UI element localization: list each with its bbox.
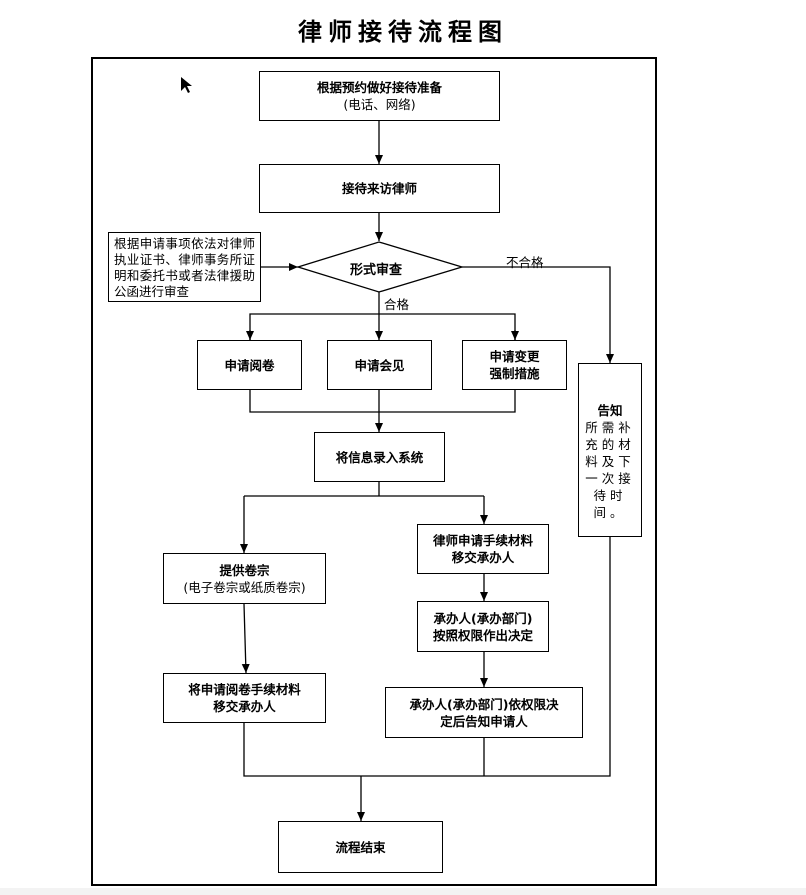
diagram-frame [91, 57, 657, 886]
node-apply-change-line1: 申请变更 [489, 349, 540, 364]
node-notify: 告知 所需补充的材料及下一次接待时间。 [578, 363, 642, 537]
node-handler-notify-line1: 承办人(承办部门)依权限决 [409, 696, 559, 712]
node-handler-decide-line2: 按照权限作出决定 [432, 627, 533, 643]
node-review-note: 根据申请事项依法对律师执业证书、律师事务所证明和委托书或者法律援助公函进行审查 [108, 232, 261, 302]
node-handler-notify: 承办人(承办部门)依权限决 定后告知申请人 [385, 687, 583, 738]
node-notify-body: 所需补充的材料及下一次接待时间。 [585, 420, 635, 520]
node-apply-change: 申请变更 强制措施 [462, 340, 567, 390]
diagram-title: 律师接待流程图 [298, 18, 508, 46]
node-read-materials-line2: 移交承办人 [213, 699, 276, 714]
node-prepare-sub: (电话、网络) [343, 97, 416, 112]
node-provide-files-title: 提供卷宗 [219, 562, 270, 578]
node-apply-read: 申请阅卷 [197, 340, 302, 390]
node-lawyer-materials: 律师申请手续材料 移交承办人 [417, 524, 549, 574]
node-read-materials: 将申请阅卷手续材料 移交承办人 [163, 673, 326, 723]
node-end: 流程结束 [278, 821, 443, 873]
bottom-shade [0, 888, 806, 895]
arrow-to-read-materials [241, 603, 250, 674]
arrow-review-notify [462, 266, 614, 363]
node-review-label: 形式审查 [350, 263, 403, 278]
merge-apply [249, 390, 516, 413]
node-prepare-title: 根据预约做好接待准备 [316, 80, 442, 95]
node-read-materials-line1: 将申请阅卷手续材料 [188, 682, 301, 697]
label-pass: 合格 [384, 297, 410, 312]
node-receive: 接待来访律师 [259, 164, 500, 213]
node-provide-files-sub: (电子卷宗或纸质卷宗) [183, 579, 306, 595]
node-handler-notify-line2: 定后告知申请人 [440, 713, 528, 729]
mouse-cursor-icon [180, 76, 194, 98]
node-lawyer-materials-line1: 律师申请手续材料 [432, 533, 533, 548]
merge-bottom [243, 537, 611, 777]
label-fail: 不合格 [506, 255, 544, 270]
node-enter-system: 将信息录入系统 [314, 432, 445, 482]
node-handler-decide-line1: 承办人(承办部门) [433, 610, 533, 626]
review-diamond [295, 241, 465, 293]
node-prepare: 根据预约做好接待准备 (电话、网络) [259, 71, 500, 121]
node-apply-change-line2: 强制措施 [489, 366, 540, 381]
node-provide-files: 提供卷宗 (电子卷宗或纸质卷宗) [163, 553, 326, 604]
node-notify-title: 告知 [597, 403, 623, 418]
node-handler-decide: 承办人(承办部门) 按照权限作出决定 [417, 601, 549, 652]
node-lawyer-materials-line2: 移交承办人 [451, 550, 515, 565]
branch-apply [249, 313, 516, 340]
node-apply-meet: 申请会见 [327, 340, 432, 390]
